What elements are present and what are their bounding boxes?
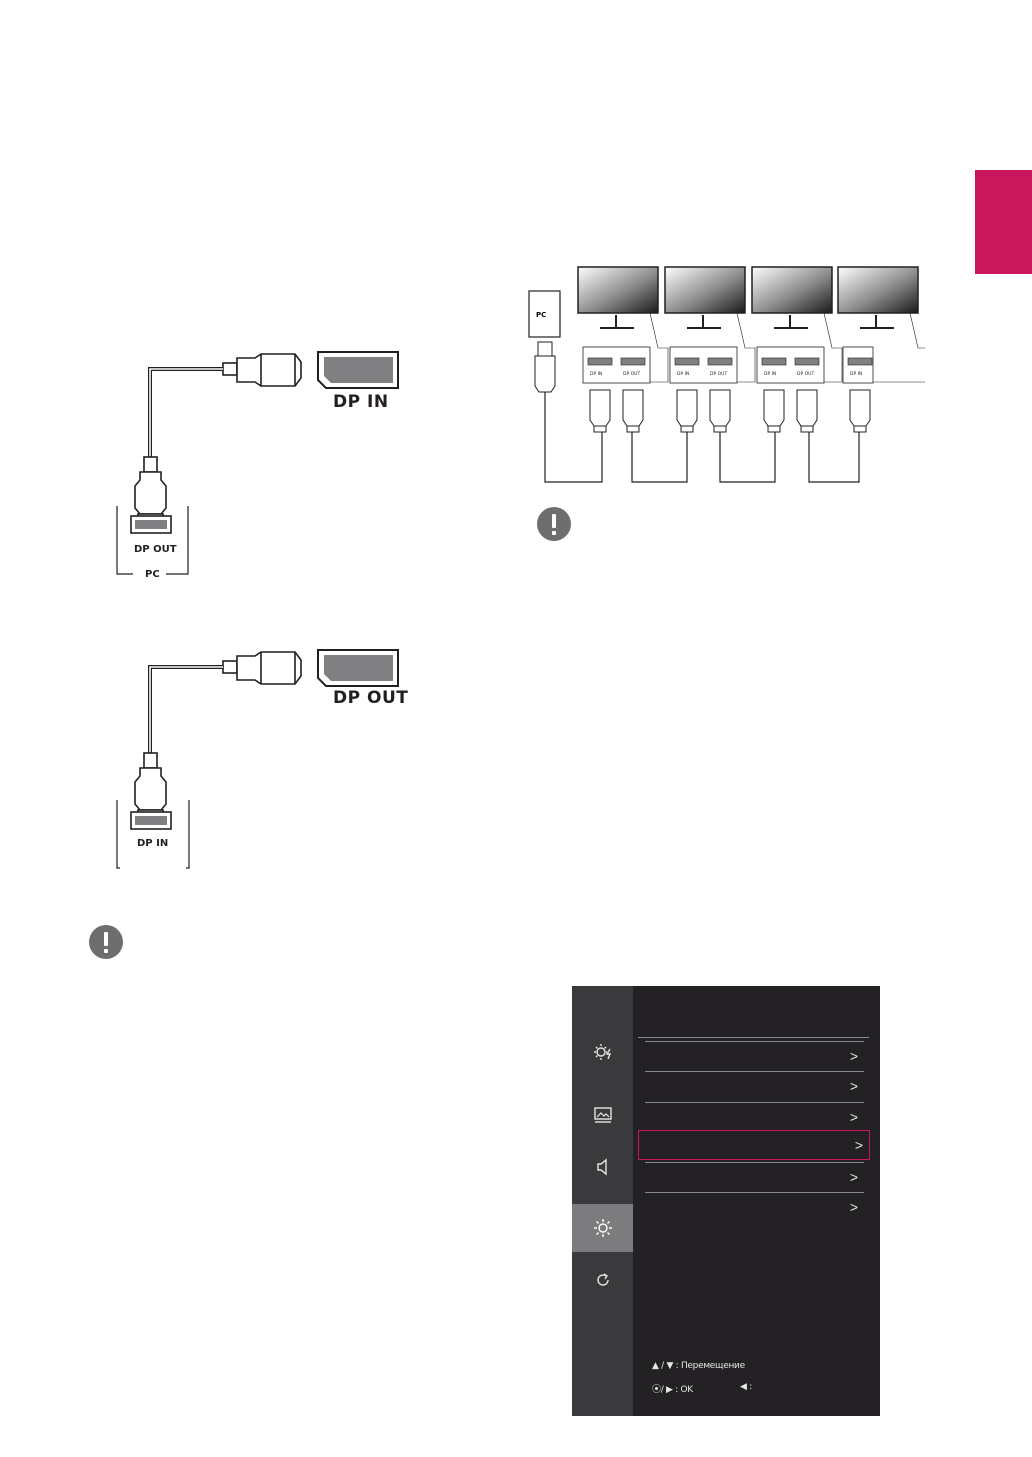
- callout-line: [649, 312, 669, 383]
- cable-plug-icon: [534, 341, 556, 393]
- dp-port-icon: [847, 357, 873, 366]
- settings-icon[interactable]: [572, 1204, 633, 1252]
- dp-port-icon: [587, 357, 613, 366]
- brightness-icon[interactable]: [572, 1028, 633, 1076]
- cable-plug-icon: [222, 651, 302, 685]
- port-label: DP IN: [764, 371, 776, 377]
- osd-menu: > > > > > > ▲ / ▼ : Перемещение ⦿/ ▶ : OK ◀ :: [572, 986, 880, 1416]
- dp-in-connection-diagram: DP IN DP OUT PC: [116, 351, 399, 580]
- port-label: DP IN: [850, 371, 862, 377]
- up-down-arrows-icon: ▲ / ▼: [652, 1361, 674, 1371]
- osd-menu-row[interactable]: >: [645, 1041, 864, 1071]
- osd-sidebar: [572, 986, 633, 1416]
- monitor-screen: [577, 266, 659, 314]
- picture-icon[interactable]: [572, 1090, 633, 1138]
- cable-plug-icon: [849, 389, 871, 433]
- language-tab: [975, 170, 1032, 274]
- sound-icon[interactable]: [572, 1143, 633, 1191]
- cable-plug-icon: [763, 389, 785, 433]
- cable-plug-icon: [796, 389, 818, 433]
- monitor-stand: [687, 315, 721, 329]
- chevron-right-icon: >: [849, 1199, 858, 1215]
- osd-menu-row[interactable]: >: [645, 1162, 864, 1192]
- dp-in-port-icon: [317, 351, 399, 389]
- monitor-4: DP IN: [837, 266, 925, 433]
- daisy-pc-label: PC: [536, 311, 546, 319]
- hint-move-text: : Перемещение: [675, 1361, 745, 1371]
- monitor-2: DP IN DP OUT: [664, 266, 756, 433]
- chevron-right-icon: >: [854, 1137, 863, 1153]
- dp-out-connection-diagram: DP OUT DP IN: [116, 649, 408, 869]
- port-label: DP OUT: [797, 371, 814, 377]
- dp-port-icon: [707, 357, 733, 366]
- dp-port-icon: [794, 357, 820, 366]
- callout-line: [873, 312, 925, 383]
- chevron-right-icon: >: [849, 1109, 858, 1125]
- osd-menu-row[interactable]: >: [645, 1192, 864, 1222]
- monitor-stand: [774, 315, 808, 329]
- joystick-right-icon: ⦿/ ▶: [652, 1385, 673, 1395]
- chevron-right-icon: >: [849, 1048, 858, 1064]
- monitor-group: DP IN DP OUT DP IN DP OUT DP IN DP OUT DP IN: [577, 266, 925, 433]
- osd-menu-row[interactable]: >: [638, 1130, 870, 1160]
- osd-menu-row[interactable]: >: [645, 1102, 864, 1132]
- chevron-right-icon: >: [849, 1169, 858, 1185]
- cable-plug-icon: [589, 389, 611, 433]
- port-label: DP IN: [590, 371, 602, 377]
- cable-plug-icon: [222, 353, 302, 387]
- osd-hint-back: ◀ :: [740, 1382, 752, 1392]
- callout-line: [823, 312, 843, 383]
- left-arrow-icon: ◀: [740, 1382, 747, 1392]
- osd-hint-ok: ⦿/ ▶ : OK: [652, 1382, 693, 1395]
- osd-menu-row[interactable]: >: [645, 1071, 864, 1101]
- dp-port-icon: [620, 357, 646, 366]
- osd-hint-move: ▲ / ▼ : Перемещение: [652, 1361, 745, 1371]
- monitor-screen: [664, 266, 746, 314]
- port-label: DP IN: [677, 371, 689, 377]
- chevron-right-icon: >: [849, 1078, 858, 1094]
- osd-header-divider: [638, 1037, 869, 1038]
- pc-box: [528, 290, 561, 338]
- monitor-screen: [837, 266, 919, 314]
- cable-plug-icon: [622, 389, 644, 433]
- pc-label: PC: [145, 569, 160, 580]
- hint-ok-text: : OK: [675, 1385, 693, 1395]
- cable-plug-icon: [709, 389, 731, 433]
- reset-icon[interactable]: [572, 1256, 633, 1304]
- monitor-stand: [600, 315, 634, 329]
- dp-port-icon: [761, 357, 787, 366]
- note-icon: [537, 507, 571, 541]
- dp-port-icon: [674, 357, 700, 366]
- pc-port-label: DP OUT: [134, 544, 177, 555]
- hint-back-text: :: [749, 1382, 752, 1392]
- port-label: DP OUT: [710, 371, 727, 377]
- dp-out-port-label: DP OUT: [333, 688, 408, 708]
- monitor-stand: [860, 315, 894, 329]
- cable-plug-icon: [676, 389, 698, 433]
- device-port-label: DP IN: [137, 838, 168, 849]
- monitor-3: DP IN DP OUT: [751, 266, 843, 433]
- monitor-1: DP IN DP OUT: [577, 266, 669, 433]
- port-label: DP OUT: [623, 371, 640, 377]
- dp-in-port-label: DP IN: [333, 392, 389, 412]
- note-icon: [89, 925, 123, 959]
- monitor-screen: [751, 266, 833, 314]
- callout-line: [736, 312, 756, 383]
- dp-out-port-icon: [317, 649, 399, 687]
